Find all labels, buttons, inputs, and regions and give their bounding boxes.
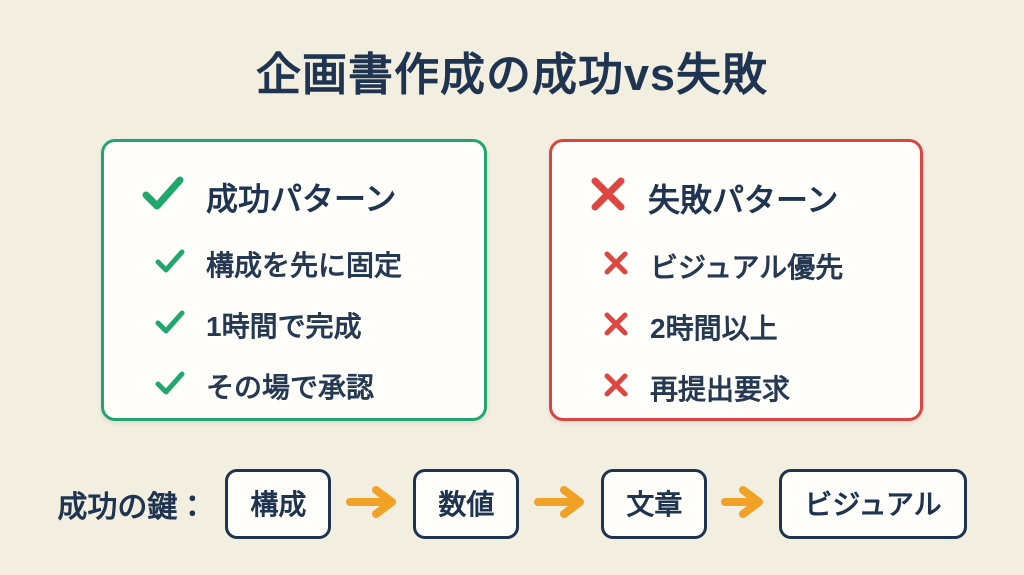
arrow-right-icon [533, 484, 587, 525]
check-icon [154, 370, 186, 403]
list-item-label: 構成を先に固定 [206, 250, 403, 281]
list-item-label: 再提出要求 [650, 374, 791, 405]
list-item: 再提出要求 [602, 368, 890, 408]
list-item-label: ビジュアル優先 [650, 252, 844, 283]
success-item-list: 構成を先に固定 1時間で完成 その場 [138, 244, 454, 406]
arrow-right-icon [721, 484, 765, 525]
page-title: 企画書作成の成功vs失敗 [255, 49, 769, 100]
list-item: ビジュアル優先 [602, 246, 890, 286]
step-box-structure: 構成 [225, 469, 332, 539]
success-pattern-card: 成功パターン 構成を先に固定 [101, 139, 487, 421]
x-icon [602, 371, 630, 406]
failure-item-list: ビジュアル優先 2時間以上 再提出要 [586, 246, 890, 408]
x-icon [602, 310, 630, 345]
success-card-title: 成功パターン [206, 181, 397, 217]
x-icon [602, 249, 630, 284]
check-icon [154, 309, 186, 342]
arrow-right-icon [345, 484, 399, 525]
check-icon [154, 248, 186, 281]
list-item-label: その場で承認 [206, 372, 375, 403]
list-item: 1時間で完成 [154, 305, 454, 345]
list-item: その場で承認 [154, 366, 454, 406]
success-key-row: 成功の鍵： 構成 数値 文章 ビジュアル [0, 469, 1024, 539]
failure-card-header: 失敗パターン [588, 174, 890, 222]
step-box-numbers: 数値 [413, 469, 520, 539]
failure-pattern-card: 失敗パターン ビジュアル優先 [549, 139, 923, 421]
list-item: 構成を先に固定 [154, 244, 454, 284]
list-item: 2時間以上 [602, 307, 890, 347]
x-icon [588, 174, 628, 222]
list-item-label: 2時間以上 [650, 313, 778, 344]
list-item-label: 1時間で完成 [206, 311, 362, 342]
key-row-label: 成功の鍵： [57, 491, 208, 524]
success-card-header: 成功パターン [140, 174, 454, 220]
comparison-cards: 成功パターン 構成を先に固定 [0, 139, 1024, 421]
step-box-visual: ビジュアル [779, 469, 967, 539]
failure-card-title: 失敗パターン [648, 182, 839, 218]
check-icon [140, 174, 186, 220]
step-box-text: 文章 [601, 469, 708, 539]
